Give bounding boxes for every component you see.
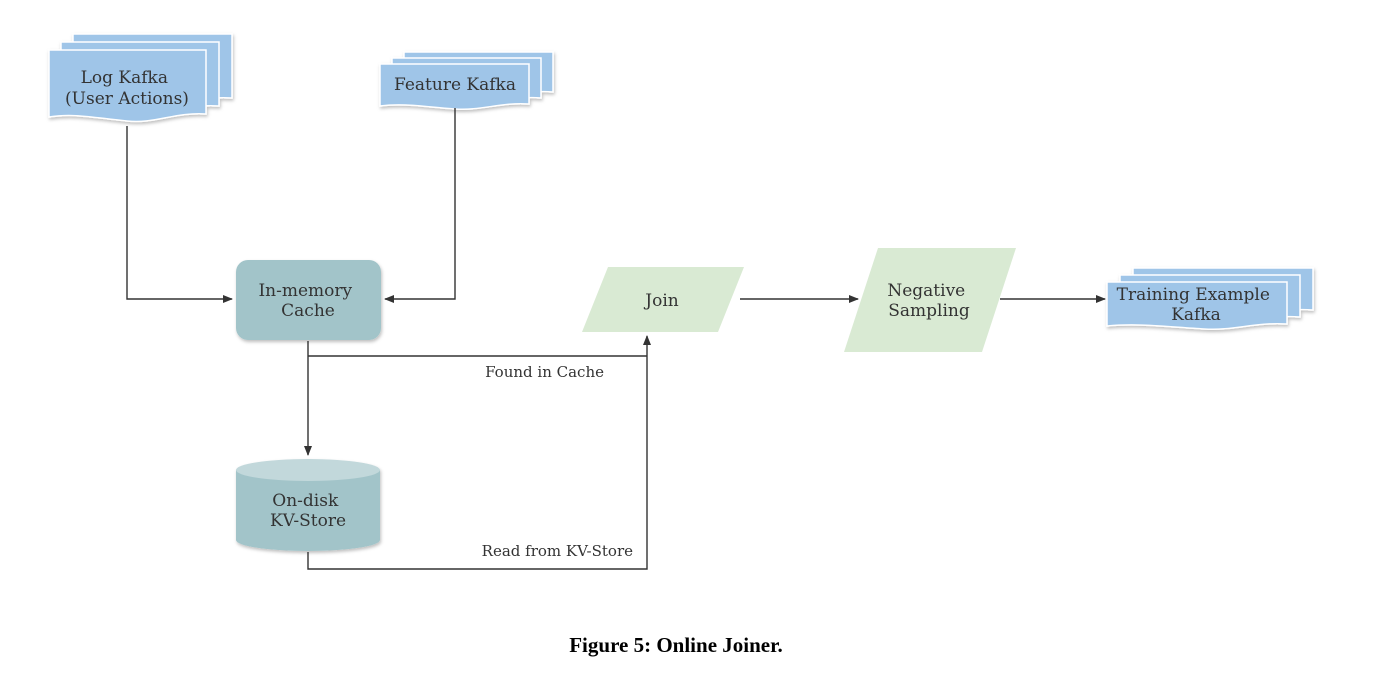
feature-kafka-label-line1: Feature Kafka — [394, 75, 516, 95]
kv-store-label-line1: On-disk — [272, 491, 339, 511]
training-label-line2: Kafka — [1171, 305, 1221, 325]
negative-label-line2: Sampling — [888, 301, 970, 321]
negative-label-line1: Negative — [887, 281, 965, 301]
negative-sampling-label: Negative Sampling — [887, 281, 970, 321]
cache-label-line2: Cache — [281, 301, 335, 321]
join-label: Join — [643, 291, 678, 311]
negative-sampling-node — [844, 248, 1016, 352]
feature-kafka-node — [379, 51, 554, 111]
edge-kv-store-to-join — [307, 335, 651, 570]
in-memory-cache-node — [236, 260, 381, 340]
log-kafka-label: Log Kafka (User Actions) — [65, 68, 189, 109]
in-memory-cache-label: In-memory Cache — [258, 281, 357, 321]
training-example-kafka-node — [1106, 267, 1314, 331]
join-node — [582, 267, 744, 332]
log-kafka-label-line1: Log Kafka — [81, 68, 168, 88]
edge-feature-kafka-to-cache — [384, 108, 456, 303]
feature-kafka-label: Feature Kafka — [394, 75, 516, 95]
join-label-line1: Join — [643, 291, 678, 311]
log-kafka-node — [48, 33, 233, 123]
cache-label-line1: In-memory — [258, 281, 352, 301]
figure-caption: Figure 5: Online Joiner. — [569, 633, 783, 657]
edge-log-kafka-to-cache — [126, 126, 233, 303]
edge-label-found-in-cache: Found in Cache — [485, 363, 604, 381]
edge-label-read-from-kv-store: Read from KV-Store — [482, 542, 633, 560]
kv-store-label: On-disk KV-Store — [270, 491, 346, 531]
log-kafka-label-line2: (User Actions) — [65, 89, 189, 109]
training-example-kafka-label: Training Example Kafka — [1117, 285, 1276, 325]
training-label-line1: Training Example — [1117, 285, 1270, 305]
kv-store-node — [236, 459, 380, 551]
kv-store-label-line2: KV-Store — [270, 511, 346, 531]
